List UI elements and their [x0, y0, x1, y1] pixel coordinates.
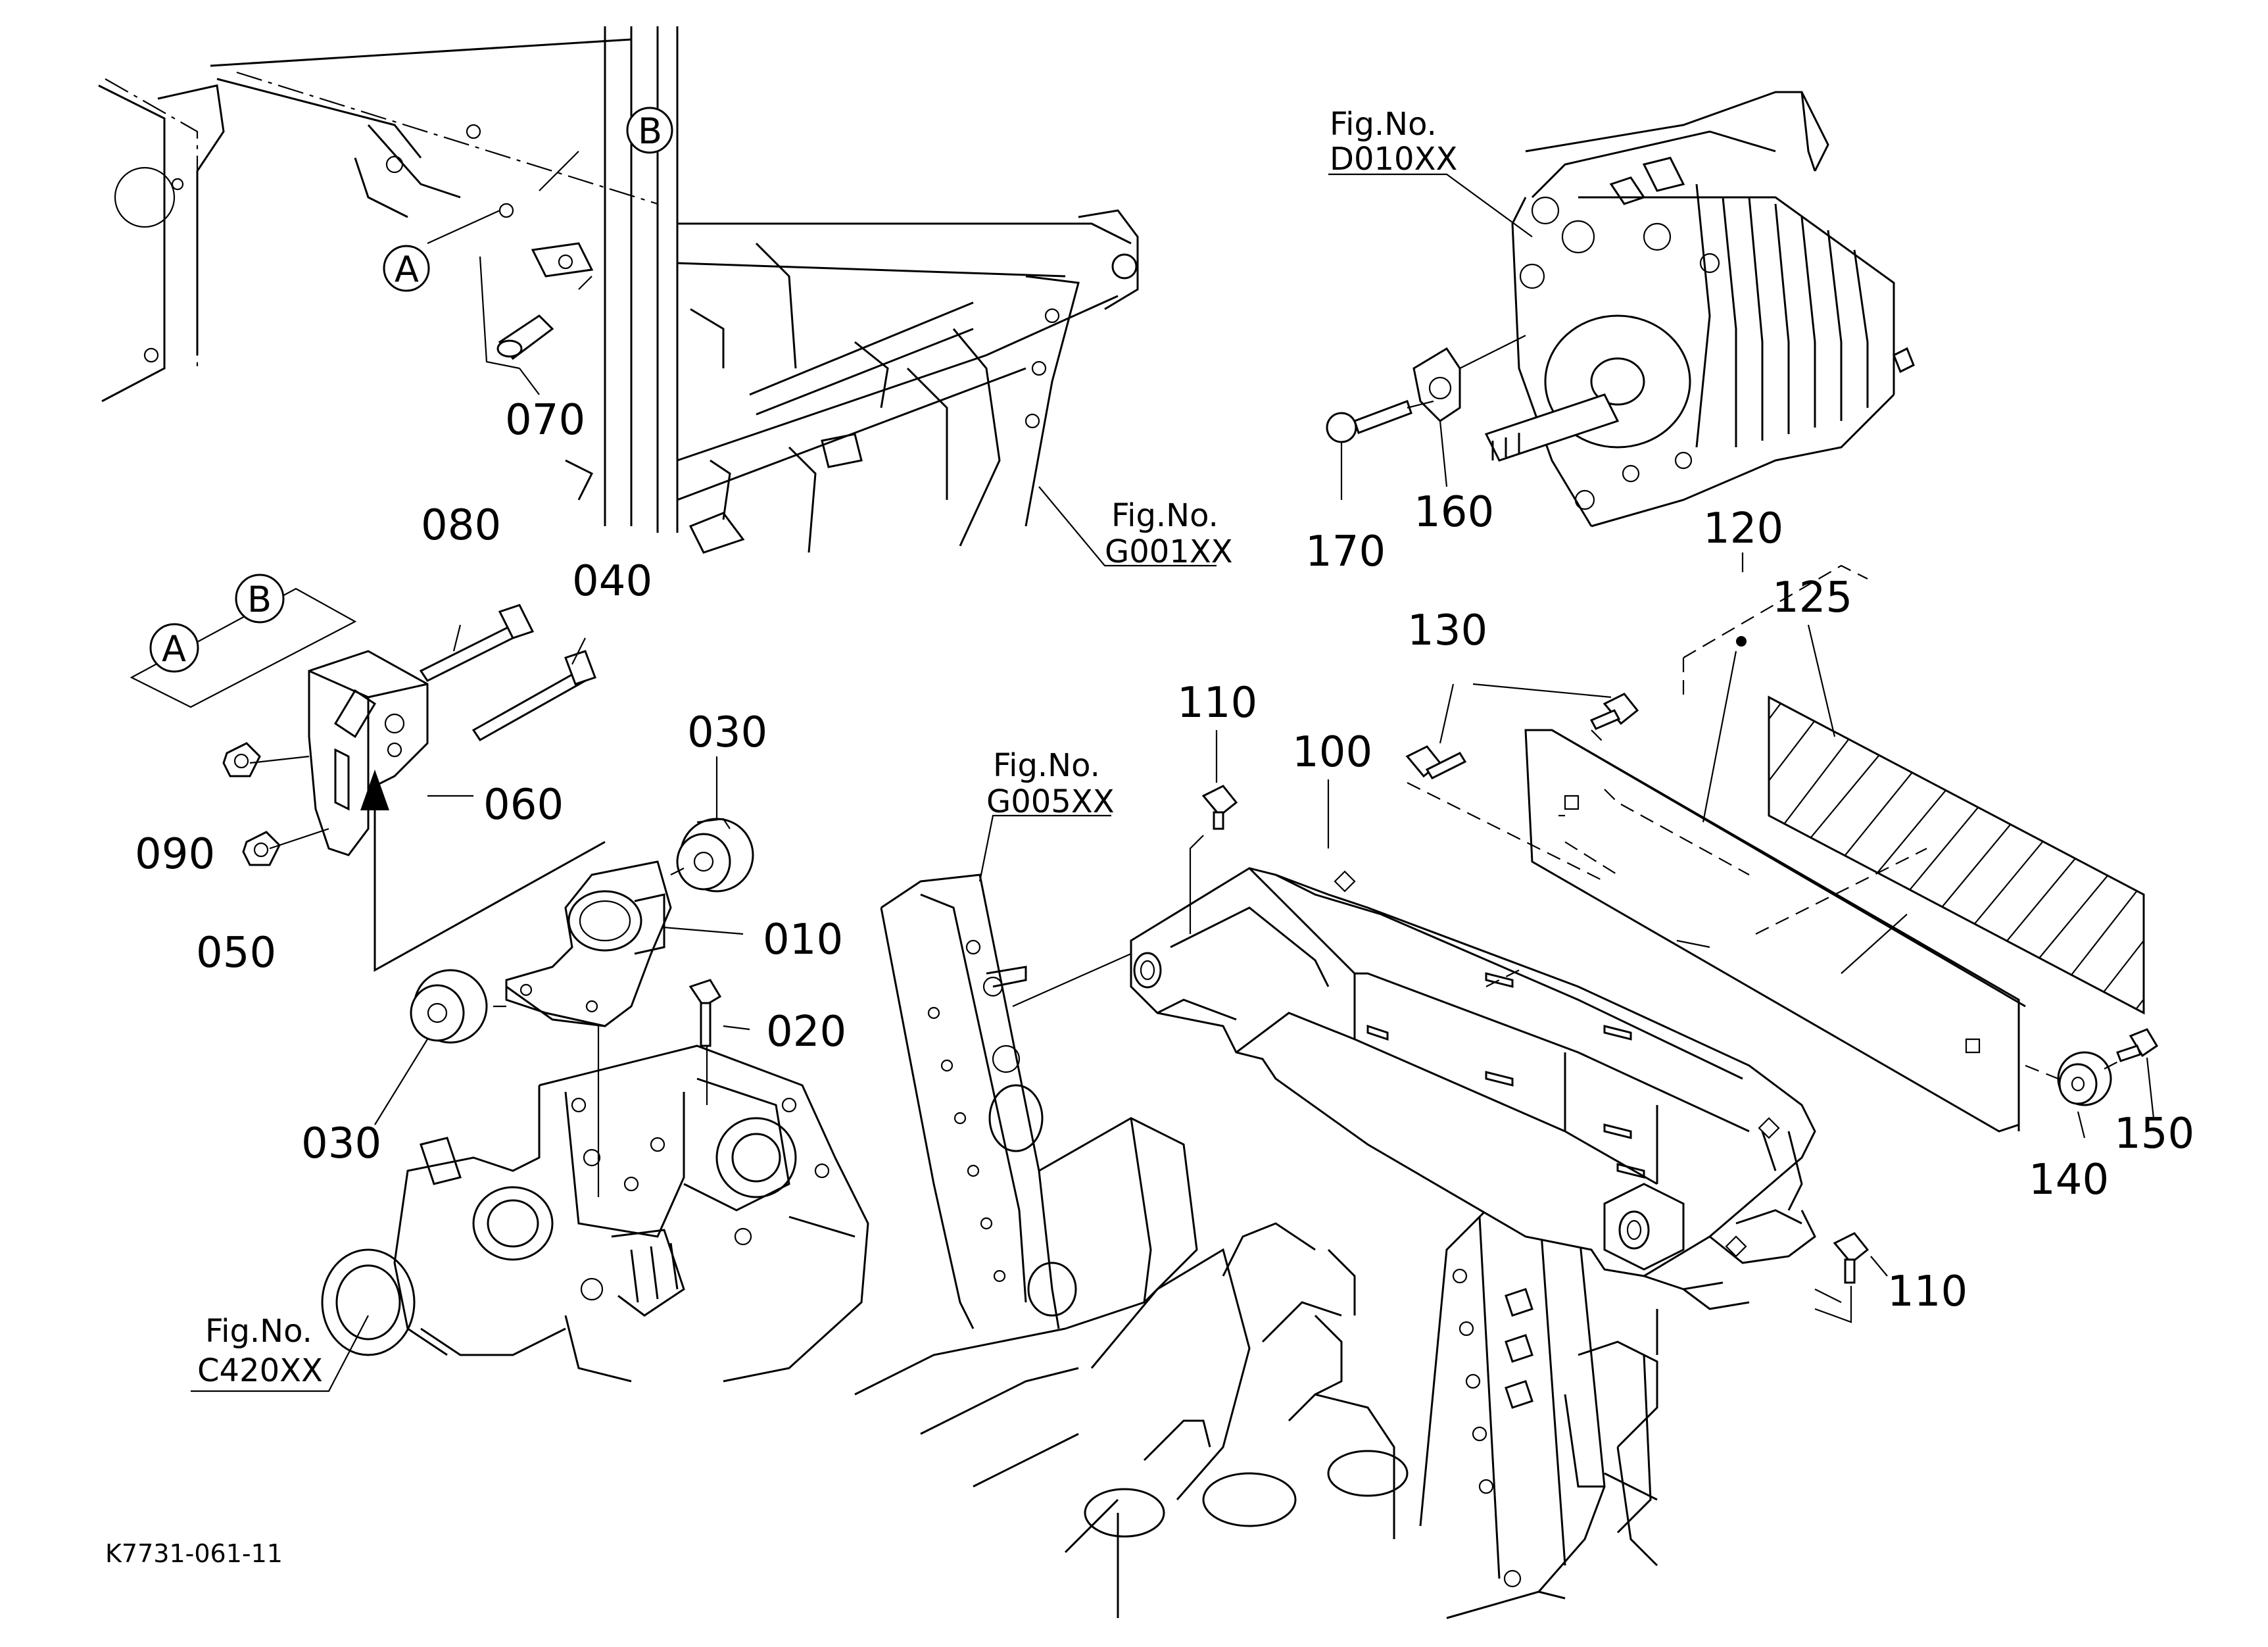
figure-ref-g005-label: Fig.No.: [993, 747, 1100, 784]
figure-ref-g005-code: G005XX: [986, 783, 1115, 820]
callout-160: 160: [1414, 488, 1494, 537]
callout-030-bottom: 030: [301, 1119, 381, 1168]
figure-ref-g005: Fig.No. G005XX: [978, 747, 1115, 882]
reference-mark-a-frame-label: A: [395, 249, 419, 290]
engine-mount-drawing: [374, 818, 754, 1197]
callout-030-top: 030: [687, 708, 767, 757]
callout-100: 100: [1292, 728, 1372, 777]
callout-020: 020: [766, 1008, 846, 1056]
callout-150: 150: [2114, 1110, 2194, 1158]
callout-140: 140: [2029, 1156, 2109, 1204]
callout-125: 125: [1772, 574, 1852, 622]
callout-040: 040: [572, 557, 652, 606]
callout-120: 120: [1703, 504, 1783, 553]
figure-ref-c420: Fig.No. C420XX: [191, 1313, 369, 1392]
engine-block-drawing: [321, 1045, 869, 1383]
callout-170: 170: [1305, 528, 1386, 576]
reference-mark-a-bracket: A: [149, 623, 199, 673]
reference-mark-b-frame: B: [626, 107, 673, 154]
figure-ref-c420-code: C420XX: [197, 1352, 323, 1389]
figure-ref-d010: Fig.No. D010XX: [1328, 106, 1533, 237]
location-arrow: [360, 770, 606, 972]
bracket-drawing: [130, 587, 596, 866]
figure-ref-g001-label: Fig.No.: [1111, 497, 1218, 534]
figure-ref-d010-label: Fig.No.: [1330, 106, 1437, 143]
callout-090: 090: [135, 830, 215, 879]
figure-ref-c420-label: Fig.No.: [205, 1313, 312, 1350]
callout-080: 080: [421, 501, 501, 550]
screen-panel-drawing: [1405, 564, 2159, 1139]
reference-mark-a-frame: A: [383, 245, 430, 292]
reference-mark-b-bracket-label: B: [247, 579, 272, 620]
callout-110-lower: 110: [1887, 1267, 1967, 1316]
callout-110-upper: 110: [1177, 679, 1257, 727]
guard-frame-drawing: [1012, 785, 1870, 1323]
reference-mark-b-bracket: B: [235, 574, 285, 624]
callout-050: 050: [196, 929, 276, 977]
reference-mark-a-bracket-label: A: [162, 628, 186, 670]
transmission-drawing: [1326, 91, 1915, 528]
figure-ref-d010-code: D010XX: [1330, 141, 1457, 178]
main-frame-drawing: [98, 26, 1139, 554]
callout-130: 130: [1407, 606, 1487, 655]
lower-frame-drawing: [854, 873, 1658, 1619]
figure-ref-g001-code: G001XX: [1105, 533, 1233, 570]
document-code: K7731-061-11: [105, 1539, 283, 1568]
callout-010: 010: [763, 916, 843, 964]
callout-070: 070: [505, 396, 585, 445]
figure-ref-g001: Fig.No. G001XX: [1038, 486, 1233, 570]
reference-mark-b-frame-label: B: [638, 111, 662, 152]
callout-060: 060: [483, 781, 564, 829]
